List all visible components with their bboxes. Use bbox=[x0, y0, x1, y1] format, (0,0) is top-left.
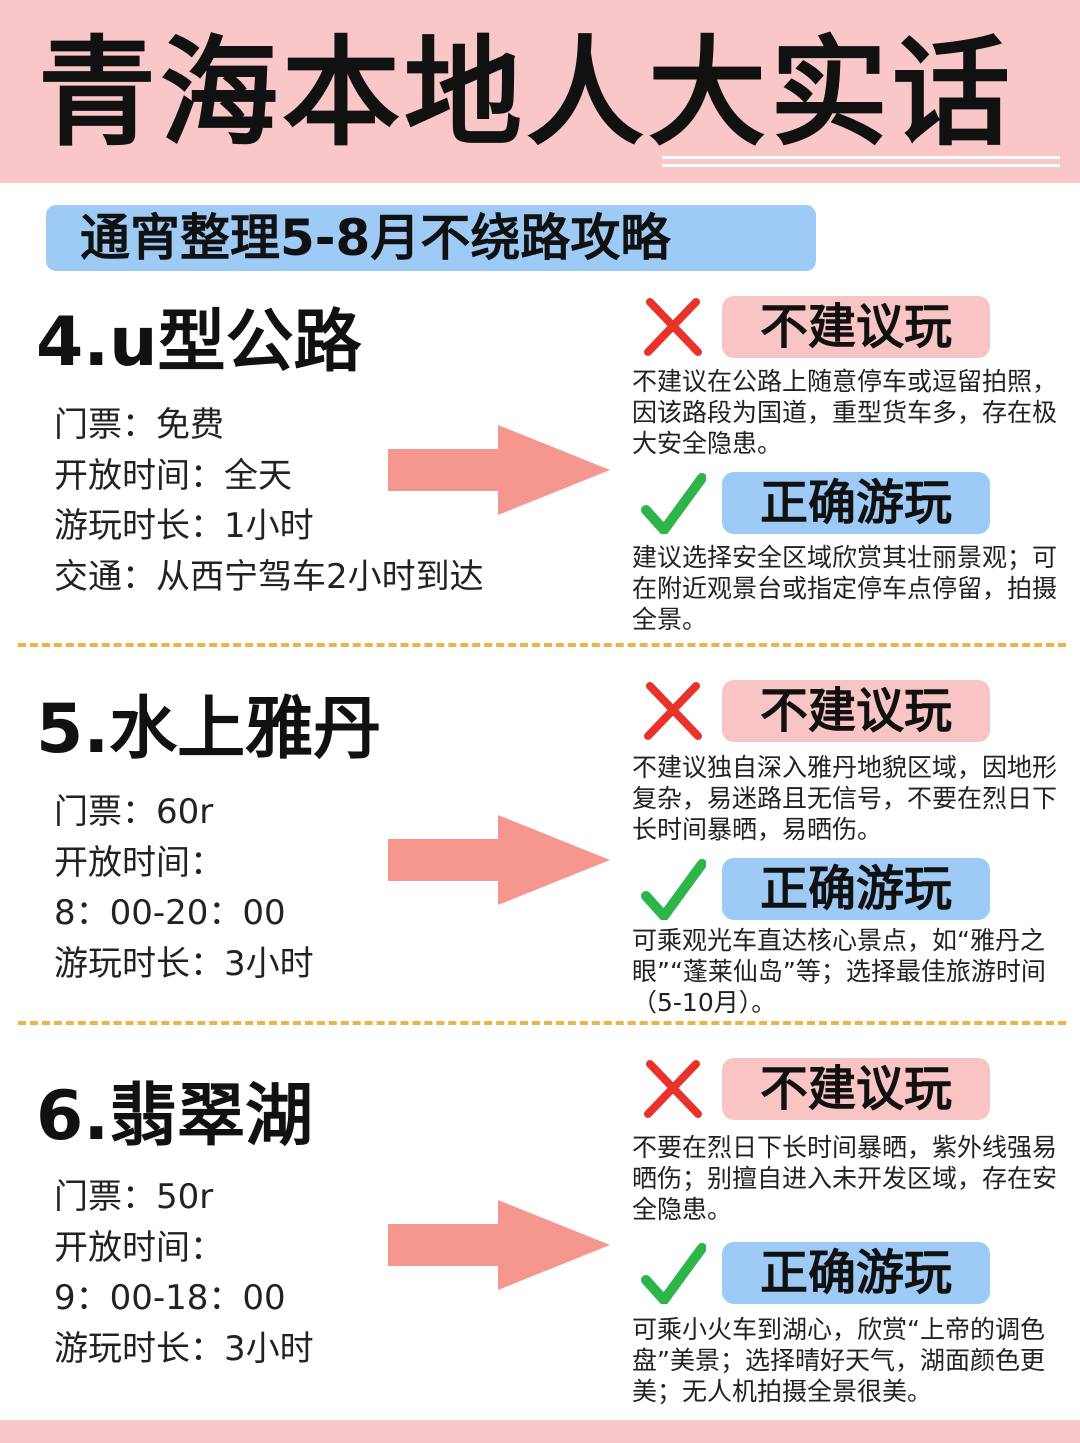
info-line: 9：00-18：00 bbox=[54, 1278, 286, 1318]
recommended-text: 可乘观光车直达核心景点，如“雅丹之眼”“蓬莱仙岛”等；选择最佳旅游时间（5-10… bbox=[632, 926, 1046, 1017]
badge-label: 正确游玩 bbox=[759, 475, 952, 531]
recommended-badge: 正确游玩 bbox=[722, 472, 990, 534]
info-line: 门票：免费 bbox=[54, 405, 224, 445]
not-recommended-badge: 不建议玩 bbox=[722, 680, 990, 742]
title-underline bbox=[662, 164, 1060, 167]
not-recommended-text: 不要在烈日下长时间暴晒，紫外线强易晒伤；别擅自进入未开发区域，存在安全隐患。 bbox=[632, 1133, 1058, 1224]
subtitle-text: 通宵整理5-8月不绕路攻略 bbox=[80, 209, 671, 267]
info-line: 游玩时长：3小时 bbox=[54, 943, 314, 984]
spot-info: 门票：免费 开放时间：全天 游玩时长：1小时 交通：从西宁驾车2小时到达 bbox=[54, 400, 484, 602]
badge-label: 不建议玩 bbox=[759, 299, 952, 355]
recommended-badge: 正确游玩 bbox=[722, 858, 990, 920]
cross-icon bbox=[644, 682, 702, 740]
badge-label: 不建议玩 bbox=[759, 683, 952, 739]
badge-label: 不建议玩 bbox=[759, 1061, 952, 1117]
not-recommended-text: 不建议在公路上随意停车或逗留拍照，因该路段为国道，重型货车多，存在极大安全隐患。 bbox=[632, 367, 1058, 458]
badge-label: 正确游玩 bbox=[759, 1245, 952, 1301]
info-line: 游玩时长：3小时 bbox=[54, 1328, 314, 1369]
info-line: 开放时间： bbox=[54, 842, 224, 883]
not-recommended-badge: 不建议玩 bbox=[722, 296, 990, 358]
info-line: 交通：从西宁驾车2小时到达 bbox=[54, 556, 484, 597]
spot-title: 6.翡翠湖 bbox=[36, 1077, 314, 1156]
right-arrow-icon bbox=[388, 425, 610, 515]
info-line: 门票：60r bbox=[54, 792, 214, 832]
spot-title: 4.u型公路 bbox=[36, 303, 362, 382]
spot-info: 门票：50r 开放时间： 9：00-18：00 游玩时长：3小时 bbox=[54, 1172, 314, 1374]
subtitle-banner: 通宵整理5-8月不绕路攻略 bbox=[46, 205, 816, 271]
info-line: 开放时间： bbox=[54, 1227, 224, 1268]
cross-icon bbox=[644, 298, 702, 356]
badge-label: 正确游玩 bbox=[759, 861, 952, 917]
check-icon bbox=[641, 1243, 706, 1304]
not-recommended-text: 不建议独自深入雅丹地貌区域，因地形复杂，易迷路且无信号，不要在烈日下长时间暴晒，… bbox=[632, 753, 1058, 844]
right-arrow-icon bbox=[388, 815, 610, 905]
info-line: 开放时间：全天 bbox=[54, 455, 292, 496]
info-line: 门票：50r bbox=[54, 1177, 214, 1217]
title-underline bbox=[662, 156, 1060, 159]
check-icon bbox=[641, 859, 706, 920]
info-line: 8：00-20：00 bbox=[54, 893, 286, 933]
spot-title: 5.水上雅丹 bbox=[36, 690, 382, 769]
check-icon bbox=[641, 473, 706, 534]
info-line: 游玩时长：1小时 bbox=[54, 506, 314, 546]
section-divider bbox=[18, 643, 1066, 647]
cross-icon bbox=[644, 1060, 702, 1118]
recommended-text: 建议选择安全区域欣赏其壮丽景观；可在附近观景台或指定停车点停留，拍摄全景。 bbox=[632, 543, 1058, 634]
recommended-text: 可乘小火车到湖心，欣赏“上帝的调色盘”美景；选择晴好天气，湖面颜色更美；无人机拍… bbox=[632, 1315, 1045, 1406]
section-divider bbox=[18, 1021, 1066, 1025]
recommended-badge: 正确游玩 bbox=[722, 1242, 990, 1304]
header-banner: 青海本地人大实话 bbox=[0, 0, 1080, 183]
spot-info: 门票：60r 开放时间： 8：00-20：00 游玩时长：3小时 bbox=[54, 787, 314, 989]
right-arrow-icon bbox=[388, 1200, 610, 1290]
footer-band bbox=[0, 1420, 1080, 1443]
page-title: 青海本地人大实话 bbox=[38, 24, 1015, 162]
not-recommended-badge: 不建议玩 bbox=[722, 1058, 990, 1120]
